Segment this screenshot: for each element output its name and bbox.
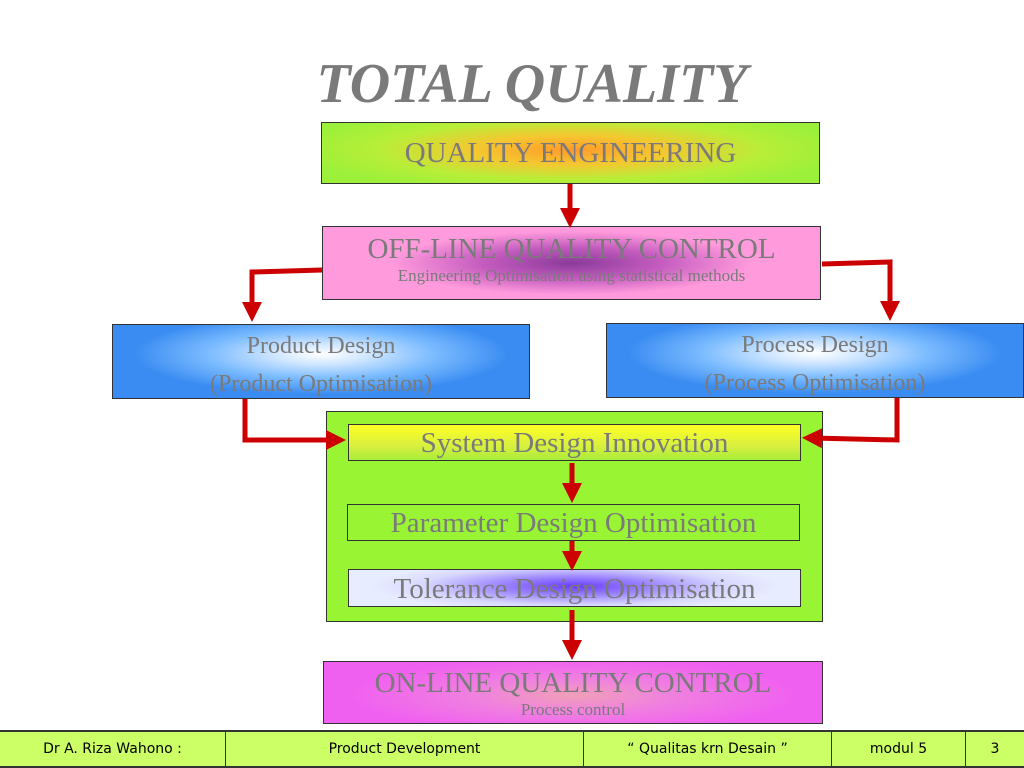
tolerance-design-box: Tolerance Design Optimisation <box>348 569 801 607</box>
slide-title: TOTAL QUALITY <box>316 53 748 115</box>
product-design-box: Product Design (Product Optimisation) <box>112 324 530 399</box>
process-design-box: Process Design (Process Optimisation) <box>606 323 1024 398</box>
parameter-design-label: Parameter Design Optimisation <box>390 507 757 539</box>
quality-engineering-box: QUALITY ENGINEERING <box>321 122 820 184</box>
system-design-box: System Design Innovation <box>348 424 801 461</box>
process-design-line2: (Process Optimisation) <box>704 370 926 396</box>
tolerance-design-label: Tolerance Design Optimisation <box>393 573 756 605</box>
offline-quality-control-subtitle: Engineering Optimisation using statistic… <box>397 266 746 285</box>
online-quality-control-title: ON-LINE QUALITY CONTROL <box>374 667 772 699</box>
product-design-line1: Product Design <box>246 333 396 359</box>
quality-engineering-label: QUALITY ENGINEERING <box>404 137 737 169</box>
parameter-design-box: Parameter Design Optimisation <box>347 504 800 541</box>
footer-page-number: 3 <box>965 732 1024 766</box>
arrow-offline-to-product <box>242 267 323 322</box>
online-quality-control-box: ON-LINE QUALITY CONTROL Process control <box>323 661 823 724</box>
offline-quality-control-title: OFF-LINE QUALITY CONTROL <box>367 233 776 265</box>
system-design-label: System Design Innovation <box>420 427 729 459</box>
product-design-line2: (Product Optimisation) <box>210 371 432 397</box>
arrow-product-to-system <box>242 399 346 450</box>
footer-module: modul 5 <box>831 732 965 766</box>
arrow-offline-to-process <box>821 259 900 321</box>
arrow-process-to-system <box>802 398 900 449</box>
online-quality-control-subtitle: Process control <box>520 700 626 719</box>
footer-course: Product Development <box>225 732 583 766</box>
process-design-line1: Process Design <box>741 332 889 358</box>
footer-author: Dr A. Riza Wahono : <box>43 741 182 757</box>
footer-topic: “ Qualitas krn Desain ” <box>583 732 831 766</box>
slide-footer: Dr A. Riza Wahono : Product Development … <box>0 730 1024 768</box>
